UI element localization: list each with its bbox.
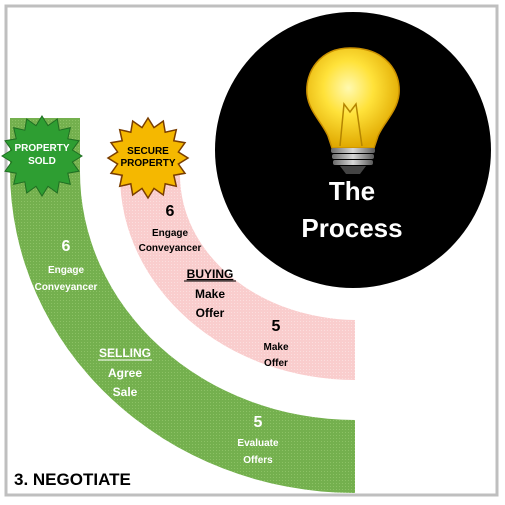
selling-stage-line-2: Sale xyxy=(113,385,138,399)
title-line-1: The xyxy=(329,176,375,206)
selling-heading: SELLING xyxy=(99,346,151,360)
property-sold-line-2: SOLD xyxy=(28,156,56,167)
selling-step5-line-1: Evaluate xyxy=(237,438,279,449)
frame-border xyxy=(4,4,499,497)
buying-step5-line-2: Offer xyxy=(264,358,288,369)
buying-step6-line-2: Conveyancer xyxy=(139,243,202,254)
selling-stage-line-1: Agree xyxy=(108,366,142,380)
buying-stage-line-1: Make xyxy=(195,287,225,301)
property-sold-badge: PROPERTY SOLD xyxy=(1,115,83,197)
lightbulb-icon xyxy=(306,47,400,174)
selling-step5-number: 5 xyxy=(254,414,263,431)
step-label: 3. NEGOTIATE xyxy=(14,470,131,489)
selling-step6-line-1: Engage xyxy=(48,265,85,276)
property-sold-line-1: PROPERTY xyxy=(14,143,69,154)
buying-step6-line-1: Engage xyxy=(152,228,189,239)
buying-stage-line-2: Offer xyxy=(196,306,225,320)
buying-step5-line-1: Make xyxy=(263,342,288,353)
buying-heading: BUYING xyxy=(187,267,234,281)
buying-step6-number: 6 xyxy=(166,203,175,220)
secure-property-badge: SECURE PROPERTY xyxy=(106,116,190,200)
buying-step5-number: 5 xyxy=(272,318,281,335)
secure-property-line-1: SECURE xyxy=(127,146,169,157)
selling-step6-line-2: Conveyancer xyxy=(35,282,98,293)
buying-arc-band xyxy=(120,160,355,380)
selling-step5-line-2: Offers xyxy=(243,455,273,466)
secure-property-line-2: PROPERTY xyxy=(120,158,175,169)
title-line-2: Process xyxy=(301,213,402,243)
selling-step6-number: 6 xyxy=(62,238,71,255)
